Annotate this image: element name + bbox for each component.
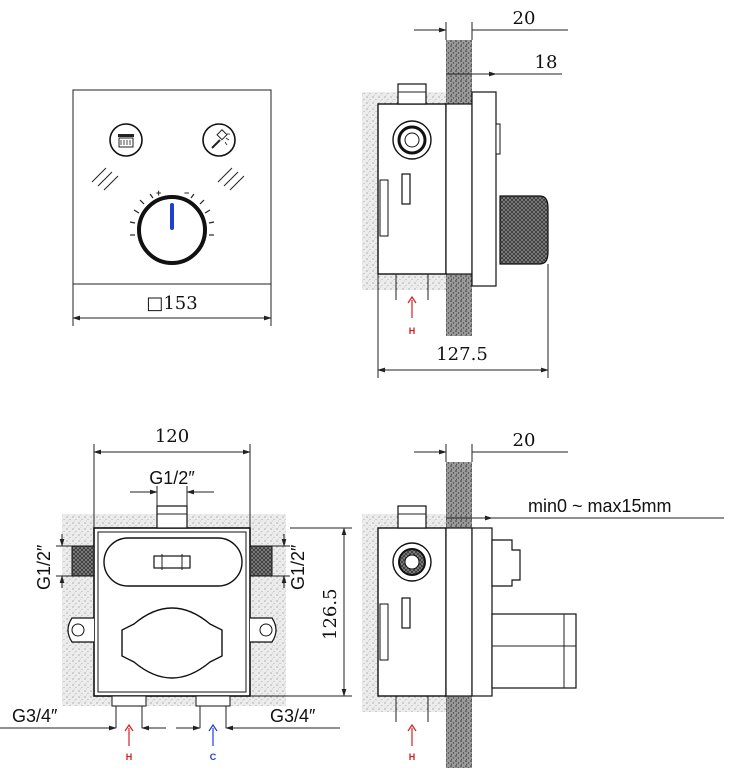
shower-head-icon bbox=[118, 134, 134, 148]
right-port-label: G1/2″ bbox=[288, 544, 308, 590]
plus-mark: + bbox=[156, 188, 161, 198]
lower-chamber bbox=[121, 607, 223, 679]
shower-head-button bbox=[91, 123, 143, 191]
knob-side bbox=[499, 195, 549, 265]
front-size-label: □153 bbox=[146, 293, 197, 314]
hot-label: H bbox=[126, 752, 133, 762]
body-height-label: 126.5 bbox=[320, 588, 341, 640]
bottom-left-port-dimension: G3/4″ bbox=[0, 706, 166, 731]
left-port-dimension: G1/2″ bbox=[34, 534, 72, 590]
bottom-right-port-label: G3/4″ bbox=[270, 706, 316, 726]
temperature-knob: + − bbox=[129, 188, 215, 265]
right-port-dimension: G1/2″ bbox=[272, 534, 308, 590]
top-port-dimension: G1/2″ bbox=[130, 468, 214, 506]
sleeve-side bbox=[471, 527, 493, 697]
cover-label: 18 bbox=[535, 52, 558, 73]
minus-mark: − bbox=[184, 188, 189, 198]
knob-scale bbox=[129, 193, 215, 236]
hand-shower-icon bbox=[211, 129, 230, 149]
cartridge-side bbox=[491, 613, 577, 689]
cover-plate-side bbox=[471, 91, 497, 287]
hot-inlet-arrow-side: H bbox=[407, 723, 417, 762]
depth-label: 127.5 bbox=[436, 344, 488, 365]
wall-label-top: 20 bbox=[513, 8, 536, 29]
top-nut bbox=[397, 83, 427, 105]
wall-dimension-bottom: 20 bbox=[414, 430, 568, 462]
body-height-dimension: 126.5 bbox=[250, 527, 352, 697]
body-width-dimension: 120 bbox=[93, 426, 251, 528]
wall-label-bottom: 20 bbox=[513, 430, 536, 451]
cold-label: C bbox=[210, 752, 217, 762]
body-width-label: 120 bbox=[155, 426, 189, 447]
range-dimension: min0 ~ max15mm bbox=[446, 496, 724, 521]
front-body-view: H C 120 G1/2″ G1/2″ bbox=[0, 426, 352, 762]
range-label: min0 ~ max15mm bbox=[528, 496, 672, 516]
front-width-dimension: □153 bbox=[72, 284, 272, 326]
front-view: + − □153 bbox=[72, 89, 272, 326]
left-port bbox=[71, 545, 95, 577]
cartridge-slot bbox=[153, 555, 191, 569]
right-port bbox=[249, 545, 273, 577]
top-nut-side bbox=[397, 505, 427, 529]
top-port-nut bbox=[156, 505, 188, 529]
hand-shower-button bbox=[202, 123, 245, 191]
side-view-bottom: H 20 min0 ~ max15mm bbox=[362, 430, 724, 768]
bottom-right-port-dimension: G3/4″ bbox=[176, 706, 340, 731]
cold-inlet-arrow-front: C bbox=[208, 723, 218, 762]
wall-dimension-top: 20 bbox=[414, 8, 568, 40]
bottom-left-port-label: G3/4″ bbox=[12, 706, 58, 726]
hot-label-side: H bbox=[409, 752, 416, 762]
body-extension bbox=[445, 103, 473, 275]
cover-plate bbox=[72, 89, 272, 285]
hot-inlet-arrow-front: H bbox=[124, 723, 134, 762]
cover-dimension: 18 bbox=[446, 52, 562, 77]
hot-inlet-arrow: H bbox=[407, 295, 417, 336]
depth-dimension: 127.5 bbox=[377, 264, 549, 378]
top-port-label: G1/2″ bbox=[149, 468, 195, 488]
side-view-top: H 127.5 20 18 bbox=[362, 8, 568, 378]
hot-label-top: H bbox=[409, 326, 416, 336]
left-port-label: G1/2″ bbox=[34, 544, 54, 590]
